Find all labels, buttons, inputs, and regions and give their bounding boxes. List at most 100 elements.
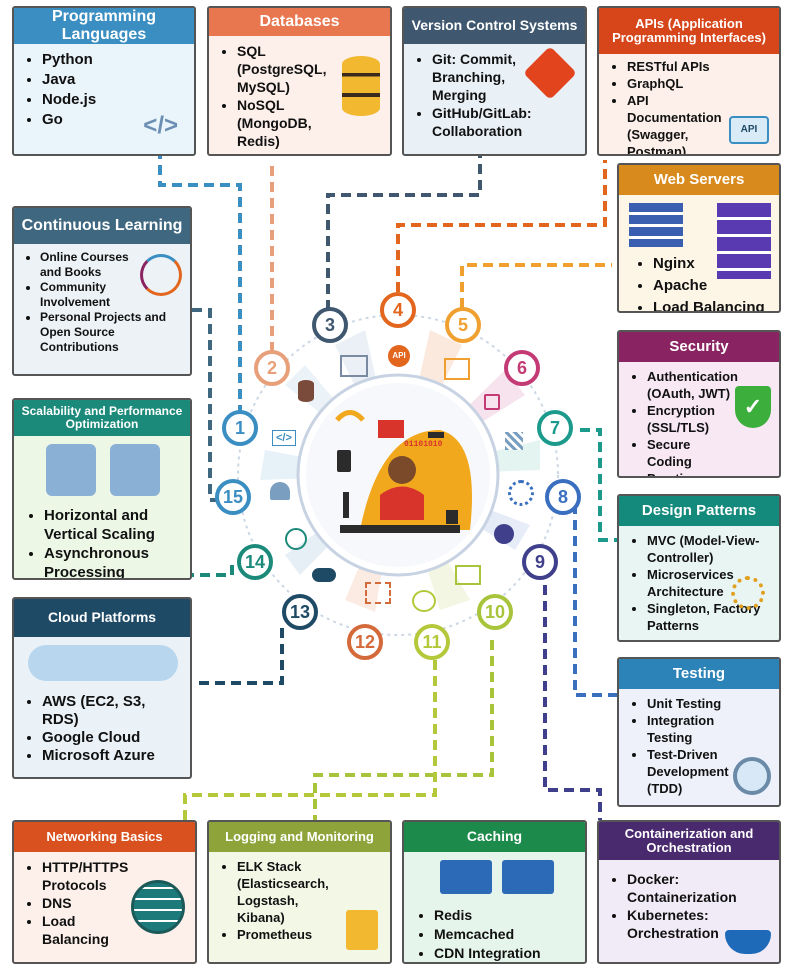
network-icon (365, 582, 391, 604)
magnifier-icon (733, 757, 771, 795)
card-cloud-platforms: Cloud Platforms AWS (EC2, S3, RDS) Googl… (12, 597, 192, 779)
cloud-icon (312, 568, 336, 582)
card-continuous-learning: Continuous Learning Online Courses and B… (12, 206, 192, 376)
list-item: Load Balancing (42, 912, 135, 948)
node-2: 2 (254, 350, 290, 386)
monitor-icon (340, 355, 368, 377)
node-7: 7 (537, 410, 573, 446)
lock-icon (484, 394, 500, 410)
code-icon: </> (272, 430, 296, 446)
list-item: SQL (PostgreSQL, MySQL) (237, 42, 338, 96)
node-9: 9 (522, 544, 558, 580)
list-item: DNS (42, 894, 135, 912)
item-list: Python Java Node.js Go (14, 44, 194, 130)
node-1: 1 (222, 410, 258, 446)
list-item: Secure Coding Practices (647, 436, 735, 476)
card-testing: Testing Unit Testing Integration Testing… (617, 657, 781, 807)
list-item: Java (42, 70, 188, 90)
browser-cache-icon (440, 860, 492, 894)
node-15: 15 (215, 479, 251, 515)
card-title: Continuous Learning (14, 208, 190, 244)
gear-icon (731, 576, 765, 610)
list-item: Load Balancing (653, 297, 765, 311)
list-item: Prometheus (237, 926, 344, 943)
card-security: Security Authentication (OAuth, JWT) Enc… (617, 330, 781, 478)
card-containerization: Containerization and Orchestration Docke… (597, 820, 781, 964)
node-5: 5 (445, 307, 481, 343)
item-list: HTTP/HTTPS Protocols DNS Load Balancing (14, 852, 195, 948)
graduation-cap-icon (140, 254, 182, 296)
notepad-icon (346, 910, 378, 950)
card-title: Design Patterns (619, 496, 779, 526)
card-databases: Databases SQL (PostgreSQL, MySQL) NoSQL … (207, 6, 392, 156)
gear-icon (508, 480, 534, 506)
list-item: Online Courses and Books (40, 250, 146, 280)
list-item: Kubernetes: Orchestration (627, 906, 753, 942)
scaling-icon (285, 528, 307, 550)
card-title: Web Servers (619, 165, 779, 195)
card-logging: Logging and Monitoring ELK Stack (Elasti… (207, 820, 392, 964)
item-list: Docker: Containerization Kubernetes: Orc… (599, 860, 779, 942)
card-title: Testing (619, 659, 779, 689)
server-rack-icon (629, 203, 683, 247)
card-title: Scalability and Performance Optimization (14, 400, 190, 436)
database-icon (298, 380, 314, 402)
card-title: Cloud Platforms (14, 599, 190, 637)
list-item: GitHub/GitLab: Collaboration (432, 104, 580, 140)
list-item: RESTful APIs (627, 58, 773, 75)
list-item: Git: Commit, Branching, Merging (432, 50, 525, 104)
node-11: 11 (414, 624, 450, 660)
card-title: Caching (404, 822, 585, 852)
node-8: 8 (545, 479, 581, 515)
item-list: SQL (PostgreSQL, MySQL) NoSQL (MongoDB, … (209, 36, 390, 150)
list-item: Singleton, Factory Patterns (647, 600, 773, 634)
browser-cache-icon (502, 860, 554, 894)
shield-check-icon: ✓ (735, 386, 771, 428)
item-list: ELK Stack (Elasticsearch, Logstash, Kiba… (209, 852, 390, 943)
card-title: APIs (Application Programming Interfaces… (599, 8, 779, 54)
item-list: Git: Commit, Branching, Merging GitHub/G… (404, 44, 585, 140)
list-item: Horizontal and Vertical Scaling (44, 506, 184, 544)
card-design-patterns: Design Patterns MVC (Model-View-Controll… (617, 494, 781, 642)
card-title: Containerization and Orchestration (599, 822, 779, 860)
globe-icon (131, 880, 185, 934)
list-item: Python (42, 50, 188, 70)
pattern-icon (505, 432, 523, 450)
list-item: Asynchronous Processing (44, 544, 184, 578)
list-item: API Documentation (Swagger, Postman) (627, 92, 728, 154)
list-item: Encryption (SSL/TLS) (647, 402, 735, 436)
developer-illustration (335, 410, 472, 533)
item-list: Authentication (OAuth, JWT) Encryption (… (619, 362, 779, 476)
card-networking: Networking Basics HTTP/HTTPS Protocols D… (12, 820, 197, 964)
list-item: Nginx (653, 253, 765, 275)
api-gear-icon: API (388, 345, 410, 367)
list-item: Memcached (434, 925, 541, 944)
list-item: Microservices Architecture (647, 566, 737, 600)
list-item: Integration Testing (647, 712, 739, 746)
card-programming-languages: Programming Languages Python Java Node.j… (12, 6, 196, 156)
item-list: Online Courses and Books Community Invol… (14, 244, 190, 355)
database-icon (342, 56, 380, 116)
card-title: Security (619, 332, 779, 362)
card-web-servers: Web Servers Nginx Apache Load Balancing (617, 163, 781, 313)
node-10: 10 (477, 594, 513, 630)
server-icon (444, 358, 470, 380)
helm-icon (494, 524, 514, 544)
card-title: Programming Languages (14, 8, 194, 44)
list-item: Node.js (42, 90, 188, 110)
node-14: 14 (237, 544, 273, 580)
cloud-icon (28, 645, 178, 681)
scaling-icon (46, 444, 96, 496)
list-item: Docker: Containerization (627, 870, 773, 906)
list-item: Authentication (OAuth, JWT) (647, 368, 738, 402)
list-item: CDN Integration (434, 944, 541, 962)
server-tower-icon (717, 203, 771, 279)
list-item: HTTP/HTTPS Protocols (42, 858, 135, 894)
code-icon: </> (143, 112, 178, 139)
item-list: RESTful APIs GraphQL API Documentation (… (599, 54, 779, 154)
card-version-control: Version Control Systems Git: Commit, Bra… (402, 6, 587, 156)
card-title: Logging and Monitoring (209, 822, 390, 852)
item-list: AWS (EC2, S3, RDS) Google Cloud Microsof… (14, 687, 190, 765)
item-list: Redis Memcached CDN Integration (404, 900, 547, 962)
binary-text: 01101010 (404, 440, 443, 449)
